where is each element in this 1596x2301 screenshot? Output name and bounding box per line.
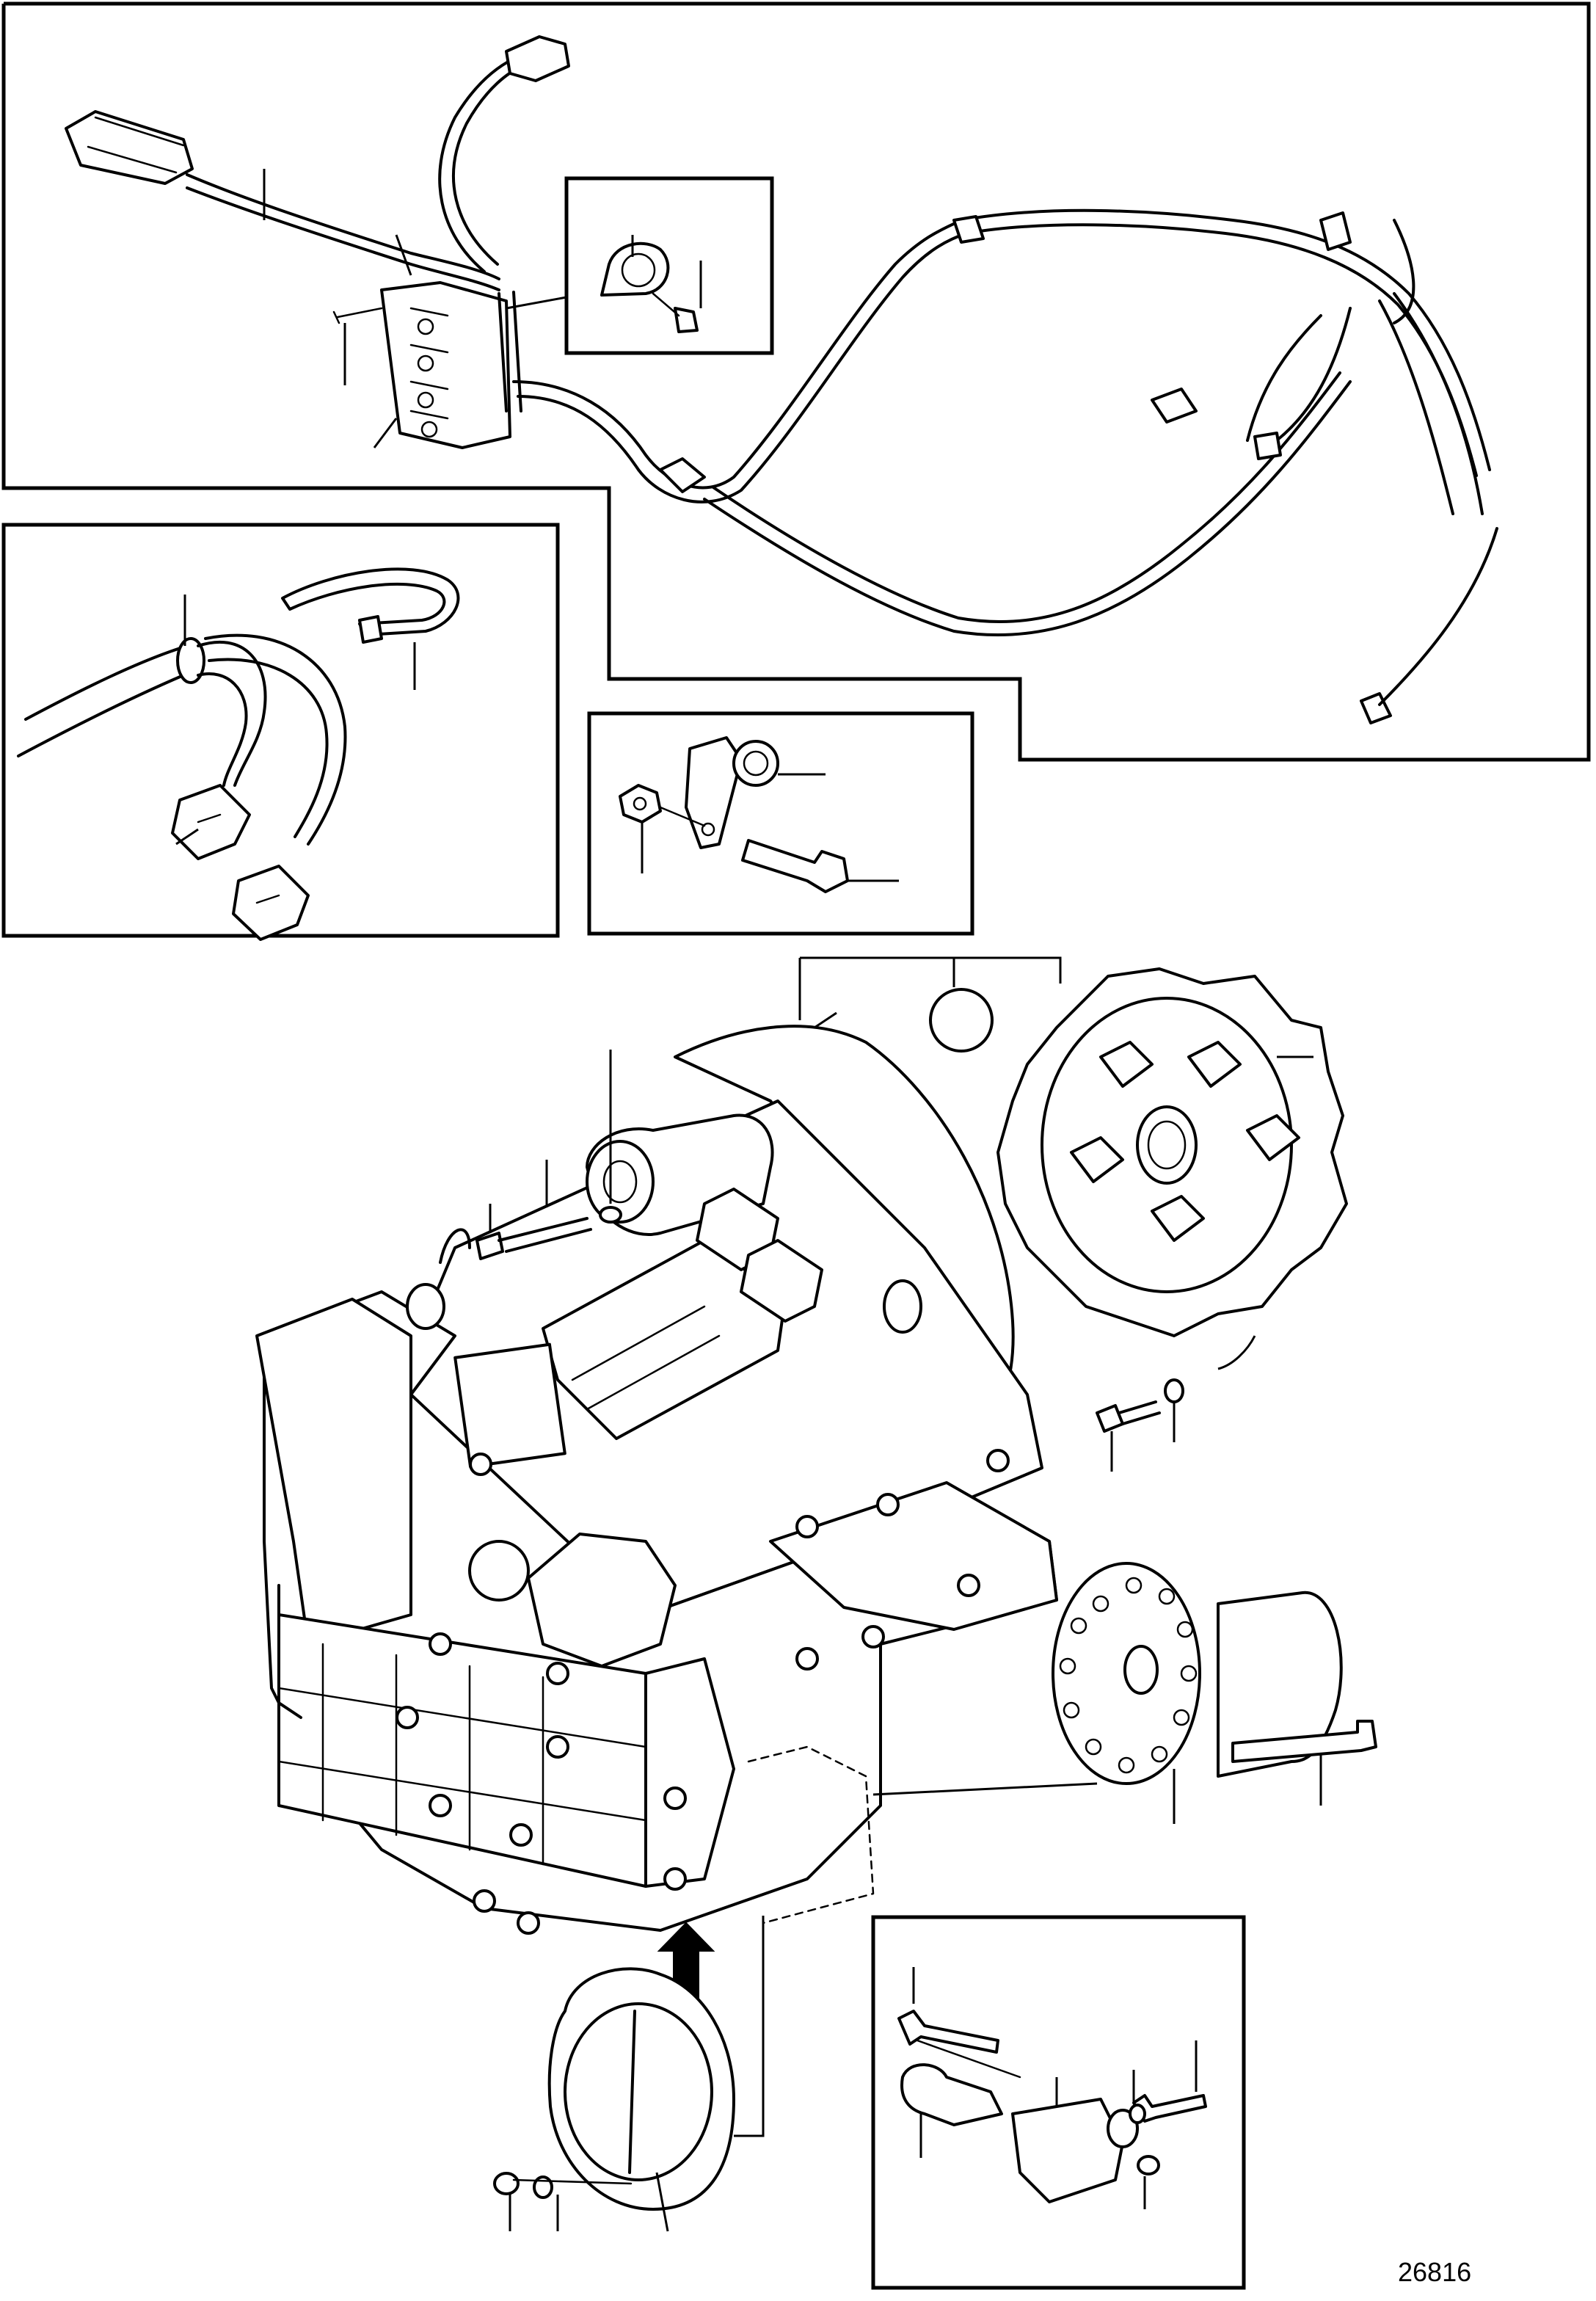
sensor-bolt — [897, 2010, 999, 2054]
gearbox-assembly — [255, 1025, 1058, 1935]
inset-clip-frame — [564, 176, 774, 355]
wiring-harness — [65, 35, 1498, 724]
clamp-detail — [619, 736, 899, 893]
sensor-ring-assembly — [493, 1916, 765, 2232]
cable-tie — [281, 567, 460, 636]
p-clamp — [685, 736, 743, 849]
clamp-bolt — [741, 839, 849, 893]
plug-connector-a — [171, 784, 251, 860]
flex-coupling — [996, 967, 1348, 1337]
lift-arrow — [657, 1922, 715, 1999]
output-flange — [872, 1562, 1377, 1824]
solenoid-control-box — [380, 281, 511, 449]
box-screw — [332, 307, 383, 324]
ecu-connector — [65, 110, 194, 185]
clip-a — [659, 457, 706, 493]
harness-detail-frame — [1, 1, 1591, 762]
sensor-detail — [897, 1967, 1207, 2209]
sensor-cover — [1011, 2098, 1124, 2203]
housing-fasteners — [475, 1050, 622, 1260]
oil-pump — [527, 1533, 677, 1668]
clamp-nut — [619, 784, 662, 824]
flange-sleeve — [1217, 1591, 1343, 1778]
clip-b — [952, 215, 985, 244]
reference-circle — [929, 988, 994, 1053]
pilot-valve-b — [740, 1239, 823, 1323]
sensor-detail-frame — [871, 1915, 1246, 2290]
connector-detail-frame — [1, 523, 560, 938]
connector-detail — [17, 567, 460, 941]
speed-sensor — [900, 2063, 1003, 2126]
small-connector-a — [1151, 388, 1198, 424]
clamp-detail-frame — [587, 711, 974, 936]
plug-connector-b — [232, 865, 310, 941]
clip-c — [1253, 432, 1282, 460]
top-connector — [505, 35, 570, 82]
inspection-cover — [453, 1342, 566, 1469]
figure-number: 26816 — [1398, 2257, 1472, 2287]
hose-clip-inset — [600, 235, 702, 333]
coupling-fasteners — [1096, 1335, 1256, 1472]
flange-bolt — [1231, 1720, 1377, 1763]
small-connector-b — [1319, 211, 1352, 251]
